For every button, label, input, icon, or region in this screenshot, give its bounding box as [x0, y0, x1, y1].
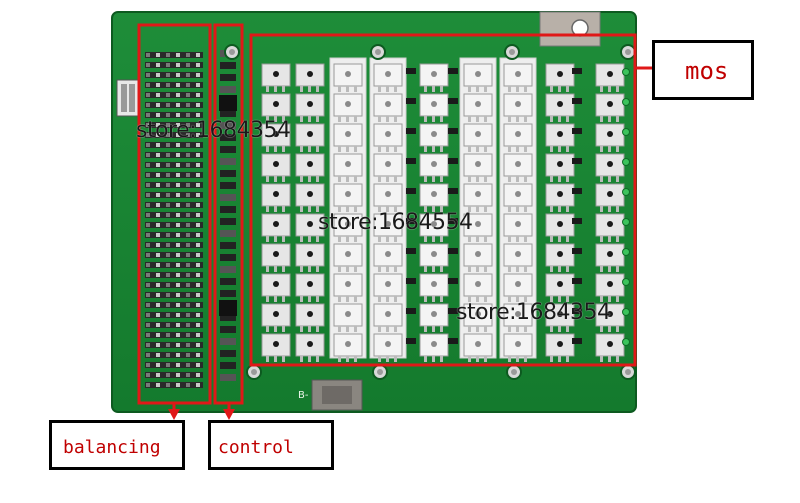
top-terminal-lug: [539, 11, 601, 47]
mos-label: mos: [685, 57, 729, 85]
balancing-callout: balancing: [49, 420, 185, 470]
terminal-label-b-minus: B-: [298, 390, 309, 401]
mos-callout: mos: [652, 40, 754, 100]
side-connector: [116, 79, 140, 117]
mos-components: [261, 57, 630, 362]
watermark-1: store:1684354: [136, 118, 291, 143]
balancing-label: balancing: [63, 437, 161, 458]
watermark-2: store:1684554: [318, 210, 473, 235]
mos-highlight-box: [249, 33, 637, 367]
mounting-holes: [224, 44, 636, 380]
control-label: control: [218, 437, 294, 458]
watermark-3: store:1684354: [456, 300, 611, 325]
arrow-to-balancing: [168, 403, 180, 420]
bottom-terminal-lug: [311, 379, 363, 411]
arrow-to-control: [223, 403, 235, 420]
control-components: [219, 50, 237, 381]
control-callout: control: [208, 420, 334, 470]
balancing-components: [145, 52, 203, 388]
